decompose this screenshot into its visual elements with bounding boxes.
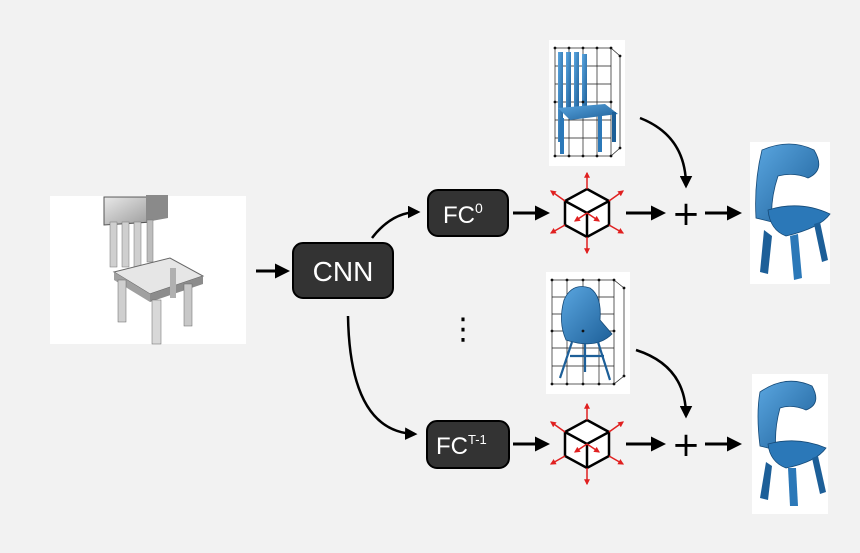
plus-sign-top: +	[672, 194, 701, 234]
svg-text:FCT-1: FCT-1	[436, 432, 487, 460]
arrow-cnn-to-fc0	[371, 205, 421, 239]
fc0-box: FC0	[427, 189, 509, 237]
fct1-label: FC	[436, 433, 468, 460]
cnn-box: CNN	[292, 242, 394, 299]
fc0-label: FC	[443, 202, 475, 229]
deformation-cube-icon-top	[549, 171, 625, 255]
output-chair-top-image	[750, 142, 831, 284]
svg-text:FC0: FC0	[443, 200, 483, 229]
plus-sign-bottom: +	[672, 425, 701, 465]
deformation-cube-icon-bottom	[549, 402, 625, 486]
fct1-superscript: T-1	[468, 432, 487, 447]
arrow-template-bottom-to-plus	[635, 348, 693, 419]
template-chair-bottom-image	[546, 272, 630, 394]
fc0-superscript: 0	[475, 200, 483, 216]
cnn-label: CNN	[313, 256, 374, 287]
arrow-template-top-to-plus	[639, 116, 693, 189]
fct1-box: FCT-1	[426, 420, 510, 469]
output-chair-bottom-image	[752, 374, 828, 514]
ellipsis: ⋮	[448, 312, 478, 347]
template-chair-top-image	[549, 40, 625, 166]
arrow-cnn-to-fct1	[346, 315, 418, 440]
input-chair-image	[50, 195, 246, 345]
